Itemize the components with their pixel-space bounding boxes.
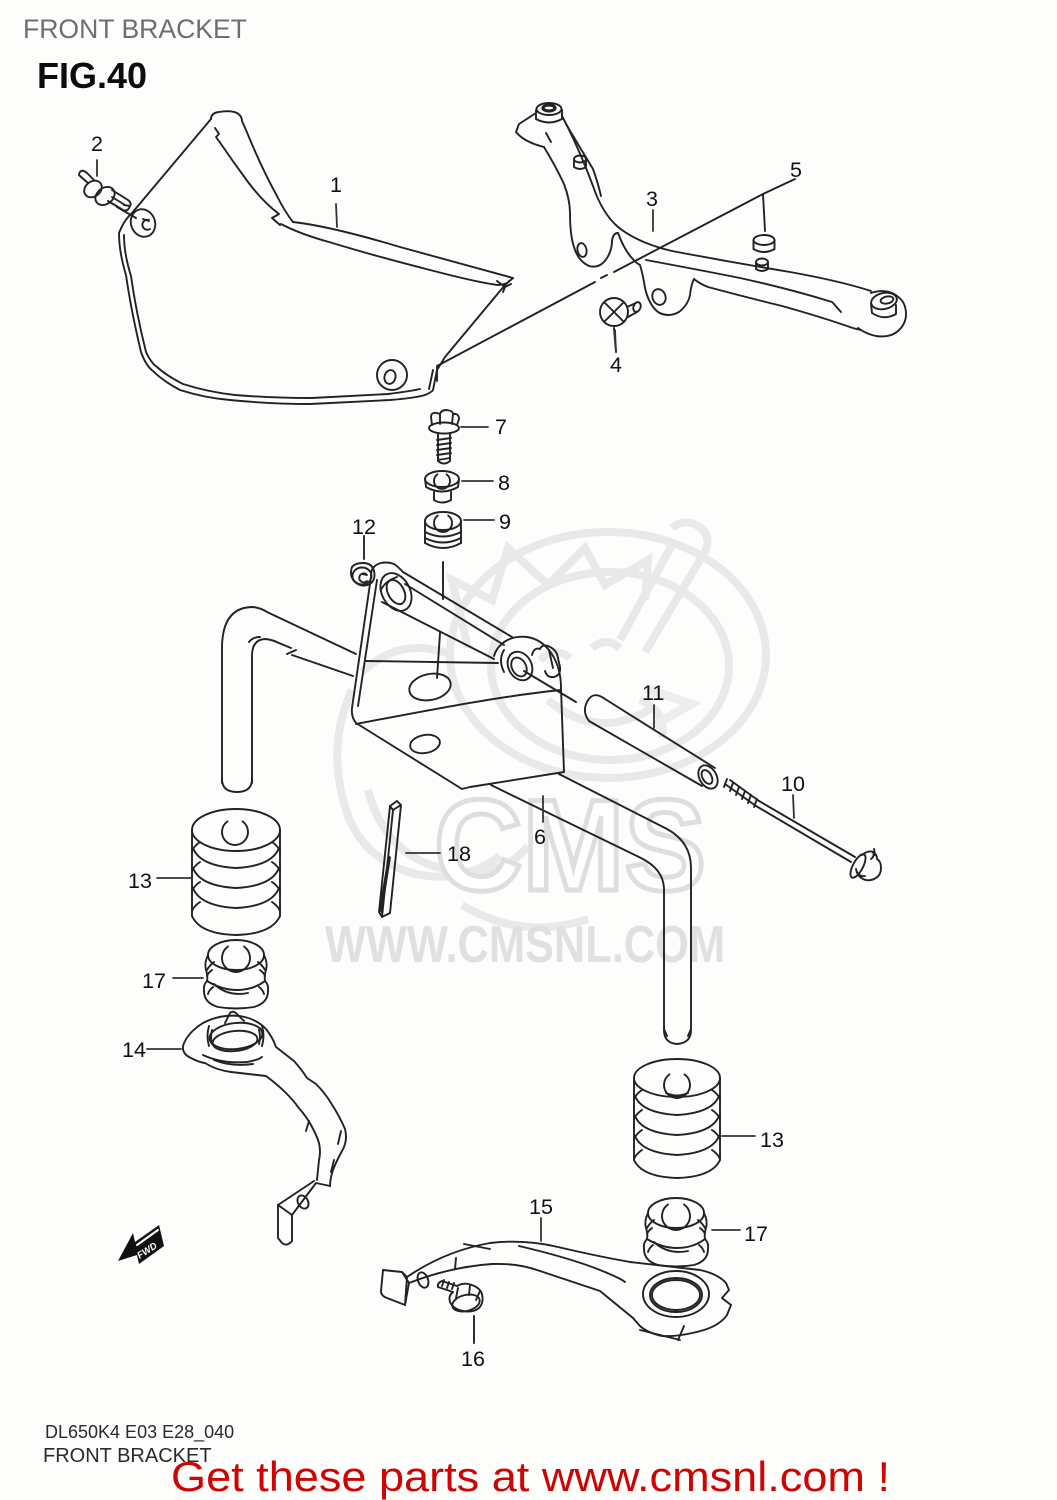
svg-text:17: 17 bbox=[744, 1222, 768, 1246]
svg-text:8: 8 bbox=[498, 471, 510, 495]
svg-text:5: 5 bbox=[790, 158, 802, 182]
svg-text:10: 10 bbox=[781, 772, 805, 796]
svg-text:3: 3 bbox=[646, 187, 658, 211]
svg-text:7: 7 bbox=[495, 415, 507, 439]
svg-text:Get these parts at www.cmsnl.c: Get these parts at www.cmsnl.com ! bbox=[171, 1453, 890, 1500]
svg-text:12: 12 bbox=[352, 515, 376, 539]
svg-text:FRONT BRACKET: FRONT BRACKET bbox=[43, 1445, 212, 1467]
svg-text:11: 11 bbox=[642, 681, 664, 705]
svg-text:4: 4 bbox=[610, 353, 622, 377]
svg-text:FIG.40: FIG.40 bbox=[37, 55, 147, 96]
svg-text:13: 13 bbox=[760, 1128, 784, 1152]
svg-text:6: 6 bbox=[534, 825, 546, 849]
svg-text:FRONT BRACKET: FRONT BRACKET bbox=[23, 14, 247, 44]
svg-text:15: 15 bbox=[529, 1195, 553, 1219]
svg-text:WWW.CMSNL.COM: WWW.CMSNL.COM bbox=[325, 916, 725, 974]
svg-text:13: 13 bbox=[128, 869, 152, 893]
svg-text:9: 9 bbox=[499, 510, 511, 534]
svg-text:CMS: CMS bbox=[434, 772, 706, 918]
svg-text:1: 1 bbox=[330, 173, 342, 197]
svg-text:2: 2 bbox=[91, 132, 103, 156]
svg-text:14: 14 bbox=[122, 1038, 146, 1062]
svg-text:18: 18 bbox=[447, 842, 471, 866]
svg-text:DL650K4 E03 E28_040: DL650K4 E03 E28_040 bbox=[45, 1422, 234, 1443]
svg-text:17: 17 bbox=[142, 969, 166, 993]
svg-text:16: 16 bbox=[461, 1347, 485, 1371]
